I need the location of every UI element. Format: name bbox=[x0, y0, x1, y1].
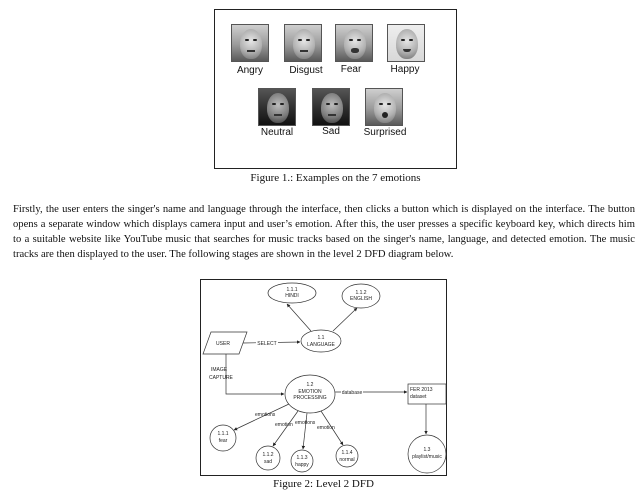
sad-label: Sad bbox=[322, 126, 340, 137]
sad-process-node bbox=[255, 445, 281, 471]
fer-label-1: FER 2013 bbox=[410, 387, 433, 393]
edge-label-emotions-3: emotions bbox=[295, 420, 316, 426]
edge-emotion-normal bbox=[320, 410, 344, 446]
figure-2-caption: Figure 2: Level 2 DFD bbox=[273, 478, 374, 490]
fear-label: fear bbox=[219, 438, 228, 444]
surprised-label: Surprised bbox=[363, 127, 407, 138]
emotion-processing-label-1: EMOTION bbox=[298, 389, 322, 395]
body-paragraph: Firstly, the user enters the singer's na… bbox=[13, 204, 635, 260]
language-number: 1.1 bbox=[318, 335, 325, 341]
language-process-node bbox=[300, 329, 342, 353]
fear-face-image bbox=[335, 24, 373, 62]
english-process-node bbox=[341, 283, 381, 309]
english-number: 1.1.2 bbox=[355, 290, 366, 296]
happy-label: happy bbox=[295, 462, 309, 468]
disgust-label: Disgust bbox=[289, 65, 323, 76]
edge-user-emotion bbox=[225, 354, 285, 396]
happy-label: Happy bbox=[390, 64, 420, 75]
disgust-face-image bbox=[284, 24, 322, 62]
fer-label-2: dataset bbox=[410, 394, 427, 400]
emotion-processing-node bbox=[284, 374, 336, 414]
hindi-number: 1.1.1 bbox=[286, 287, 297, 293]
image-capture-label-1: IMAGE bbox=[211, 367, 228, 373]
edge-emotion-sad bbox=[272, 410, 299, 447]
image-capture-label-2: CAPTURE bbox=[209, 375, 234, 381]
playlist-label: playlist/music bbox=[412, 454, 442, 460]
angry-face-image bbox=[231, 24, 269, 62]
figure-1-emotion-examples: Angry Disgust Fear Happy Neutral Sad Sur… bbox=[214, 9, 457, 169]
sad-label: sad bbox=[264, 459, 272, 465]
select-label: SELECT bbox=[257, 341, 276, 347]
hindi-label: HINDI bbox=[285, 293, 299, 299]
fear-label: Fear bbox=[340, 64, 362, 75]
happy-process-node bbox=[290, 449, 314, 473]
user-entity bbox=[202, 331, 248, 355]
normal-label: normal bbox=[339, 457, 354, 463]
edge-emotion-happy bbox=[301, 412, 308, 450]
neutral-label: Neutral bbox=[260, 127, 294, 138]
dfd-diagram: 1.1.1 HINDI 1.1.2 ENGLISH 1.1 LANGUAGE U… bbox=[202, 282, 447, 474]
fer-2013-datastore bbox=[407, 383, 447, 405]
surprised-face-image bbox=[365, 88, 403, 126]
neutral-face-image bbox=[258, 88, 296, 126]
emotion-processing-number: 1.2 bbox=[307, 382, 314, 388]
english-label: ENGLISH bbox=[350, 296, 372, 302]
fear-number: 1.1.1 bbox=[217, 431, 228, 437]
sad-face-image bbox=[312, 88, 350, 126]
edge-label-emotion-2: emotion bbox=[275, 422, 293, 428]
normal-number: 1.1.4 bbox=[341, 450, 352, 456]
emotion-processing-label-2: PROCESSING bbox=[293, 395, 326, 401]
playlist-process-node bbox=[407, 434, 447, 474]
edge-label-emotion-4: emotion bbox=[317, 425, 335, 431]
edge-label-emotions-1: emotions bbox=[255, 412, 276, 418]
fear-process-node bbox=[209, 424, 237, 452]
figure-2-level-2-dfd: 1.1.1 HINDI 1.1.2 ENGLISH 1.1 LANGUAGE U… bbox=[200, 279, 447, 476]
happy-face-image bbox=[387, 24, 425, 62]
normal-process-node bbox=[335, 444, 359, 468]
language-label: LANGUAGE bbox=[307, 342, 335, 348]
happy-number: 1.1.3 bbox=[296, 455, 307, 461]
edge-language-hindi bbox=[286, 303, 312, 332]
figure-1-caption: Figure 1.: Examples on the 7 emotions bbox=[250, 172, 421, 184]
database-edge-label: database bbox=[342, 390, 363, 396]
angry-label: Angry bbox=[236, 65, 264, 76]
user-label: USER bbox=[216, 341, 230, 347]
hindi-process-node bbox=[267, 282, 317, 304]
edge-language-english bbox=[332, 307, 358, 332]
sad-number: 1.1.2 bbox=[262, 452, 273, 458]
playlist-number: 1.3 bbox=[424, 447, 431, 453]
edge-emotion-fear bbox=[233, 403, 290, 431]
